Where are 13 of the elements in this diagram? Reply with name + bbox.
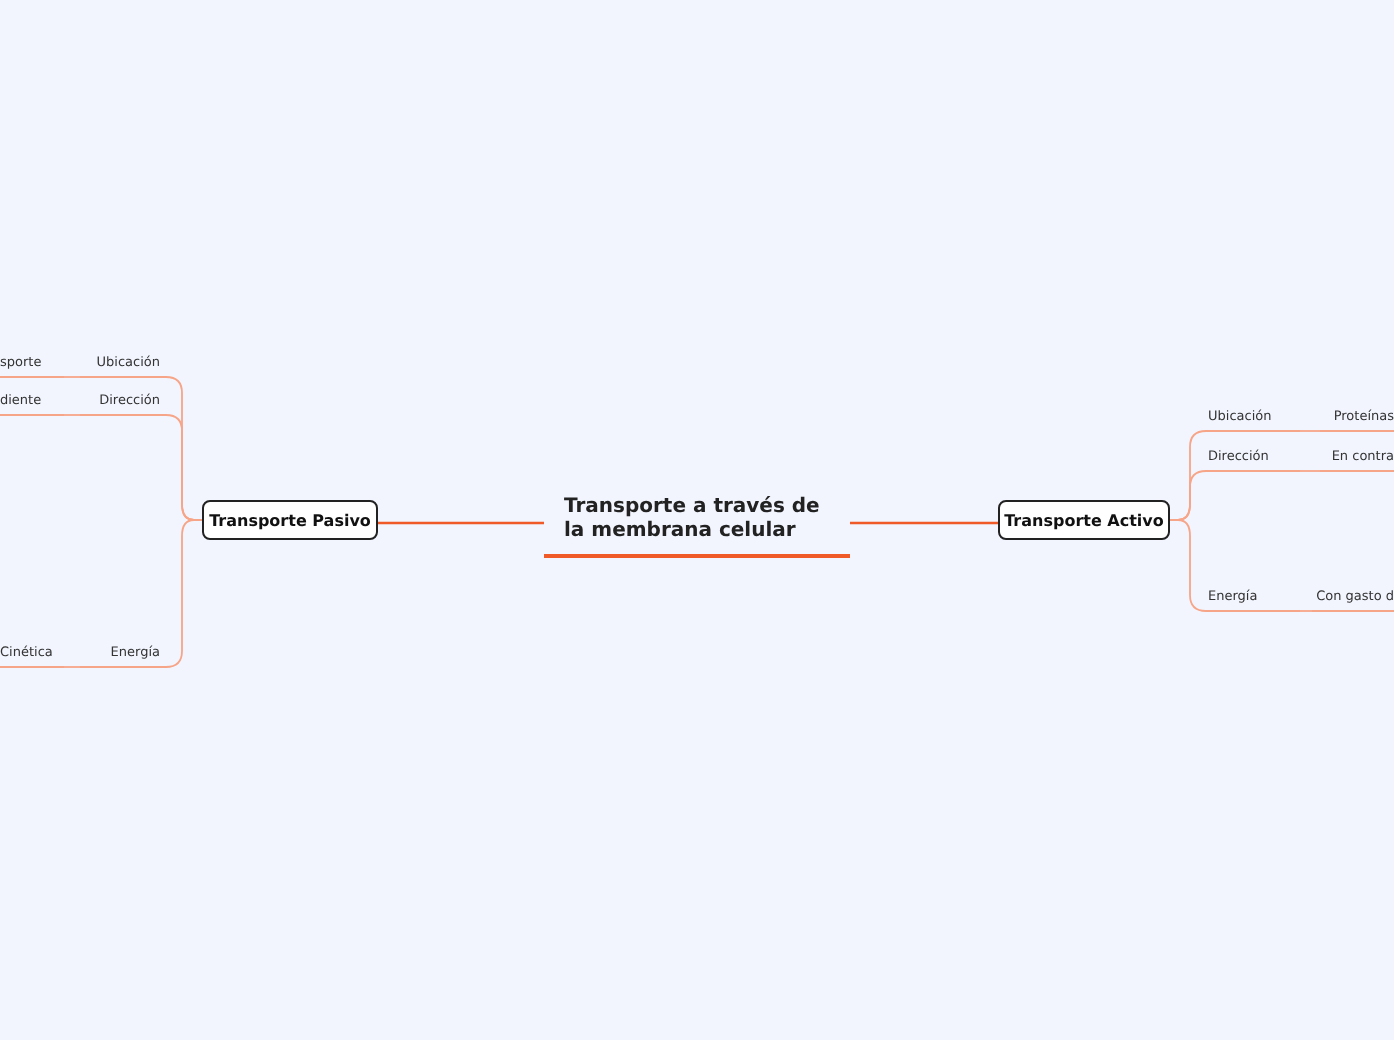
connector-line bbox=[1299, 610, 1313, 612]
connector-line bbox=[1299, 470, 1321, 472]
connector-line bbox=[1299, 430, 1321, 432]
connector-line bbox=[378, 521, 544, 525]
connector-line bbox=[63, 414, 81, 416]
main-topic-box: Transporte Pasivo bbox=[202, 500, 378, 540]
connector-line bbox=[159, 519, 203, 668]
connector-line bbox=[1169, 519, 1209, 612]
central-topic: Transporte a través de la membrana celular bbox=[544, 488, 850, 558]
connector-line bbox=[850, 521, 998, 525]
connector-line bbox=[63, 376, 81, 378]
connector-line bbox=[63, 666, 81, 668]
main-topic-box: Transporte Activo bbox=[998, 500, 1170, 540]
